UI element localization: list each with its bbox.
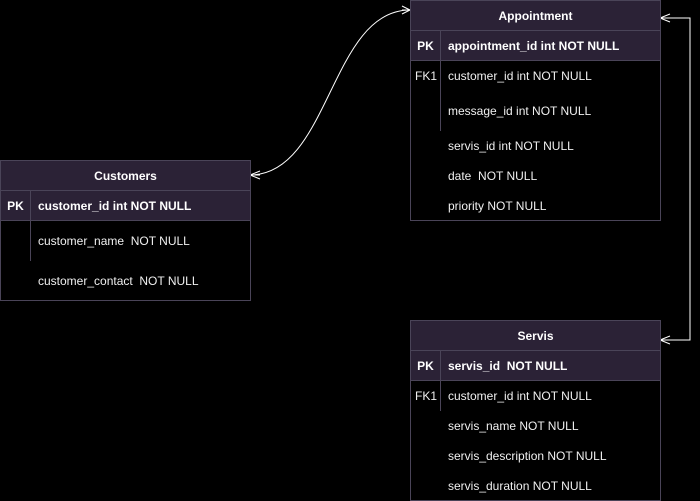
key-label [411,131,441,161]
table-title-customers: Customers [1,161,250,191]
crows-foot-customers [249,170,261,180]
key-label [411,191,441,220]
table-appointment[interactable]: Appointment PK appointment_id int NOT NU… [410,0,661,221]
field-label: appointment_id int NOT NULL [448,38,620,53]
relationship-customers-appointment[interactable] [249,9,411,176]
key-label [1,221,31,261]
table-row[interactable]: customer_name NOT NULL [1,221,250,261]
key-label [411,441,441,471]
key-label: FK1 [414,69,437,83]
crows-foot-appointment-right [659,13,671,23]
table-row[interactable]: servis_id int NOT NULL [411,131,660,161]
key-divider [440,61,441,91]
table-row[interactable]: FK1 customer_id int NOT NULL [411,381,660,411]
field-label: servis_duration NOT NULL [448,479,592,493]
table-row-pk[interactable]: PK servis_id NOT NULL [411,351,660,381]
field-label: priority NOT NULL [448,199,547,213]
key-divider [440,91,441,131]
key-divider [30,221,31,261]
field-label: message_id int NOT NULL [448,104,592,118]
field-label: servis_name NOT NULL [448,419,579,433]
key-label [411,471,441,500]
table-title-appointment: Appointment [411,1,660,31]
key-label: PK [411,351,441,380]
table-row[interactable]: priority NOT NULL [411,191,660,220]
table-row-pk[interactable]: PK appointment_id int NOT NULL [411,31,660,61]
table-row-pk[interactable]: PK customer_id int NOT NULL [1,191,250,221]
relationship-appointment-servis[interactable] [660,17,691,341]
key-divider [440,381,441,411]
table-row[interactable]: message_id int NOT NULL [411,91,660,131]
table-row[interactable]: servis_duration NOT NULL [411,471,660,500]
crows-foot-servis [659,335,671,345]
table-row[interactable]: servis_name NOT NULL [411,411,660,441]
field-label: customer_id int NOT NULL [448,69,592,83]
key-label [1,261,31,300]
field-label: servis_id NOT NULL [448,358,568,373]
field-label: customer_contact NOT NULL [38,274,199,288]
table-row[interactable]: FK1 customer_id int NOT NULL [411,61,660,91]
table-row[interactable]: customer_contact NOT NULL [1,261,250,300]
crows-foot-appointment-left [401,5,411,15]
field-label: servis_id int NOT NULL [448,139,574,153]
key-label [411,411,441,441]
key-label: FK1 [414,389,437,403]
field-label: customer_id int NOT NULL [448,389,592,403]
field-label: customer_name NOT NULL [38,234,190,248]
field-label: servis_description NOT NULL [448,449,607,463]
table-title-servis: Servis [411,321,660,351]
table-servis[interactable]: Servis PK servis_id NOT NULL FK1 custome… [410,320,661,501]
field-label: customer_id int NOT NULL [38,198,192,213]
table-customers[interactable]: Customers PK customer_id int NOT NULL cu… [0,160,251,301]
key-label [411,161,441,191]
field-label: date NOT NULL [448,169,538,183]
table-row[interactable]: servis_description NOT NULL [411,441,660,471]
key-label [411,91,441,131]
key-label: PK [411,31,441,60]
key-label: PK [1,191,31,220]
table-row[interactable]: date NOT NULL [411,161,660,191]
